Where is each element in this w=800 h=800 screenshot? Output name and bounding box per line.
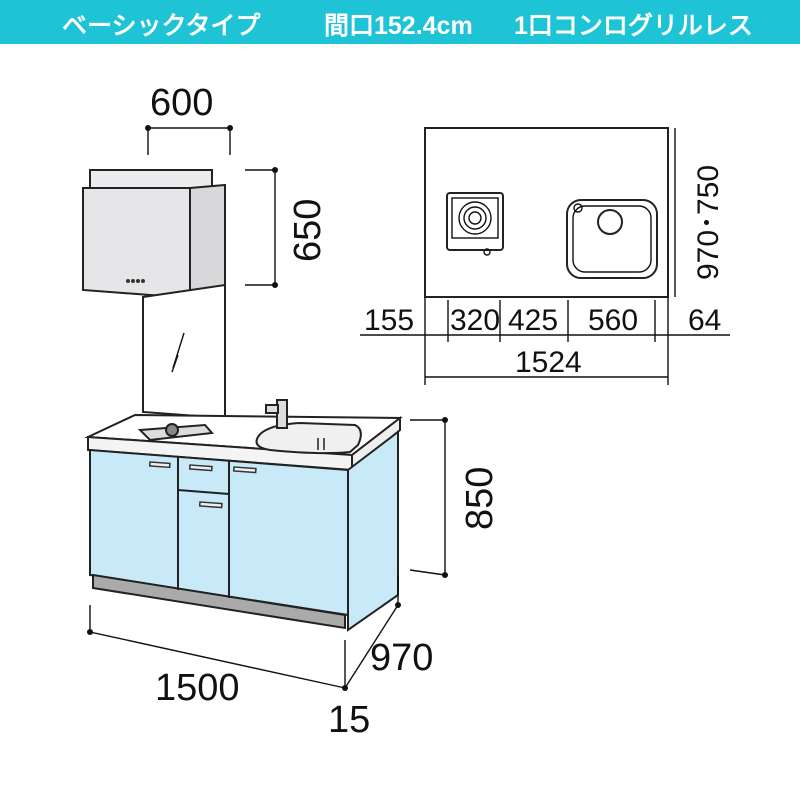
dim-seg-5: 64 [688, 304, 721, 337]
dim-hood-height: 650 [287, 199, 329, 262]
dim-plan-depth: 970･750 [692, 165, 725, 280]
title-type: ベーシックタイプ [62, 12, 261, 40]
door-handle-icon [148, 461, 257, 509]
burner-icon [446, 192, 504, 256]
hood-buttons-icon [126, 279, 145, 283]
dim-counter-height: 850 [459, 467, 501, 530]
plan-view [360, 127, 730, 385]
dimension-lines [87, 125, 448, 691]
dim-seg-2: 320 [450, 304, 500, 337]
title-stove: 1口コンログリルレス [514, 12, 753, 40]
faucet-icon [265, 399, 288, 429]
base-cabinet [89, 429, 399, 632]
dim-hood-width: 600 [150, 82, 213, 124]
dim-seg-4: 560 [588, 304, 638, 337]
sink [255, 421, 362, 455]
gas-burner [137, 423, 215, 442]
back-panel [142, 283, 226, 420]
dim-offset: 15 [328, 699, 370, 741]
dim-seg-1: 155 [364, 304, 414, 337]
dim-plan-total: 1524 [515, 346, 582, 379]
dim-cabinet-width: 1500 [155, 667, 240, 709]
dim-seg-3: 425 [508, 304, 558, 337]
dim-depth: 970 [370, 637, 433, 679]
sink-icon [566, 199, 658, 279]
title-width: 間口152.4cm [324, 12, 473, 40]
title-bar: ベーシックタイプ 間口152.4cm 1口コンログリルレス [0, 0, 800, 44]
range-hood [82, 169, 226, 300]
